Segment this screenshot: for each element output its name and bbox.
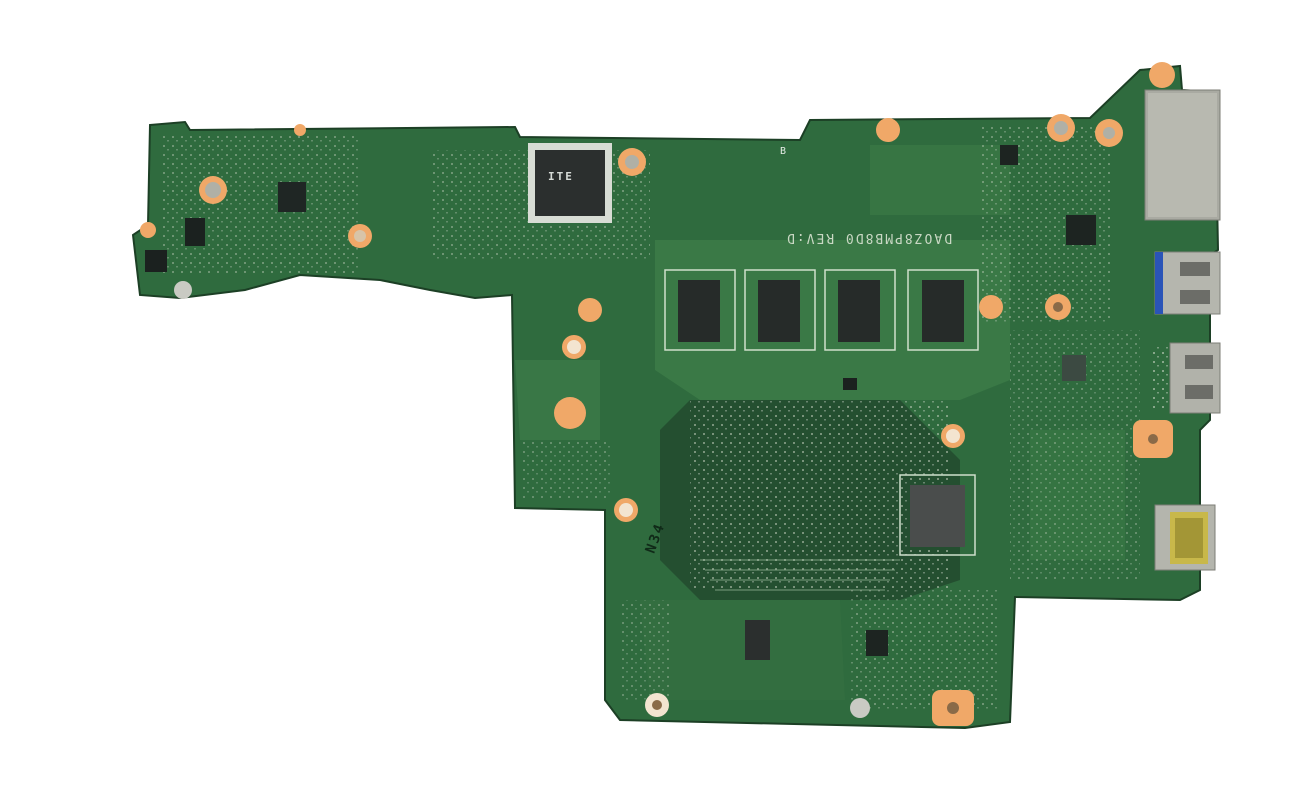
usb-3-port (1154, 251, 1221, 315)
soc-processor (899, 474, 976, 556)
ite-logo: ITE (548, 170, 574, 183)
ram-chips (664, 269, 979, 351)
ite-embedded-controller (528, 143, 612, 223)
rj45-ethernet-port (1154, 504, 1216, 571)
board-id-silkscreen: DAOZ8PMB8D0 REV:D (785, 230, 953, 245)
sd-card-slot (1144, 89, 1221, 221)
mount-pads (140, 62, 1175, 726)
b-marker: B (780, 146, 789, 157)
hdmi-port (1150, 342, 1221, 414)
